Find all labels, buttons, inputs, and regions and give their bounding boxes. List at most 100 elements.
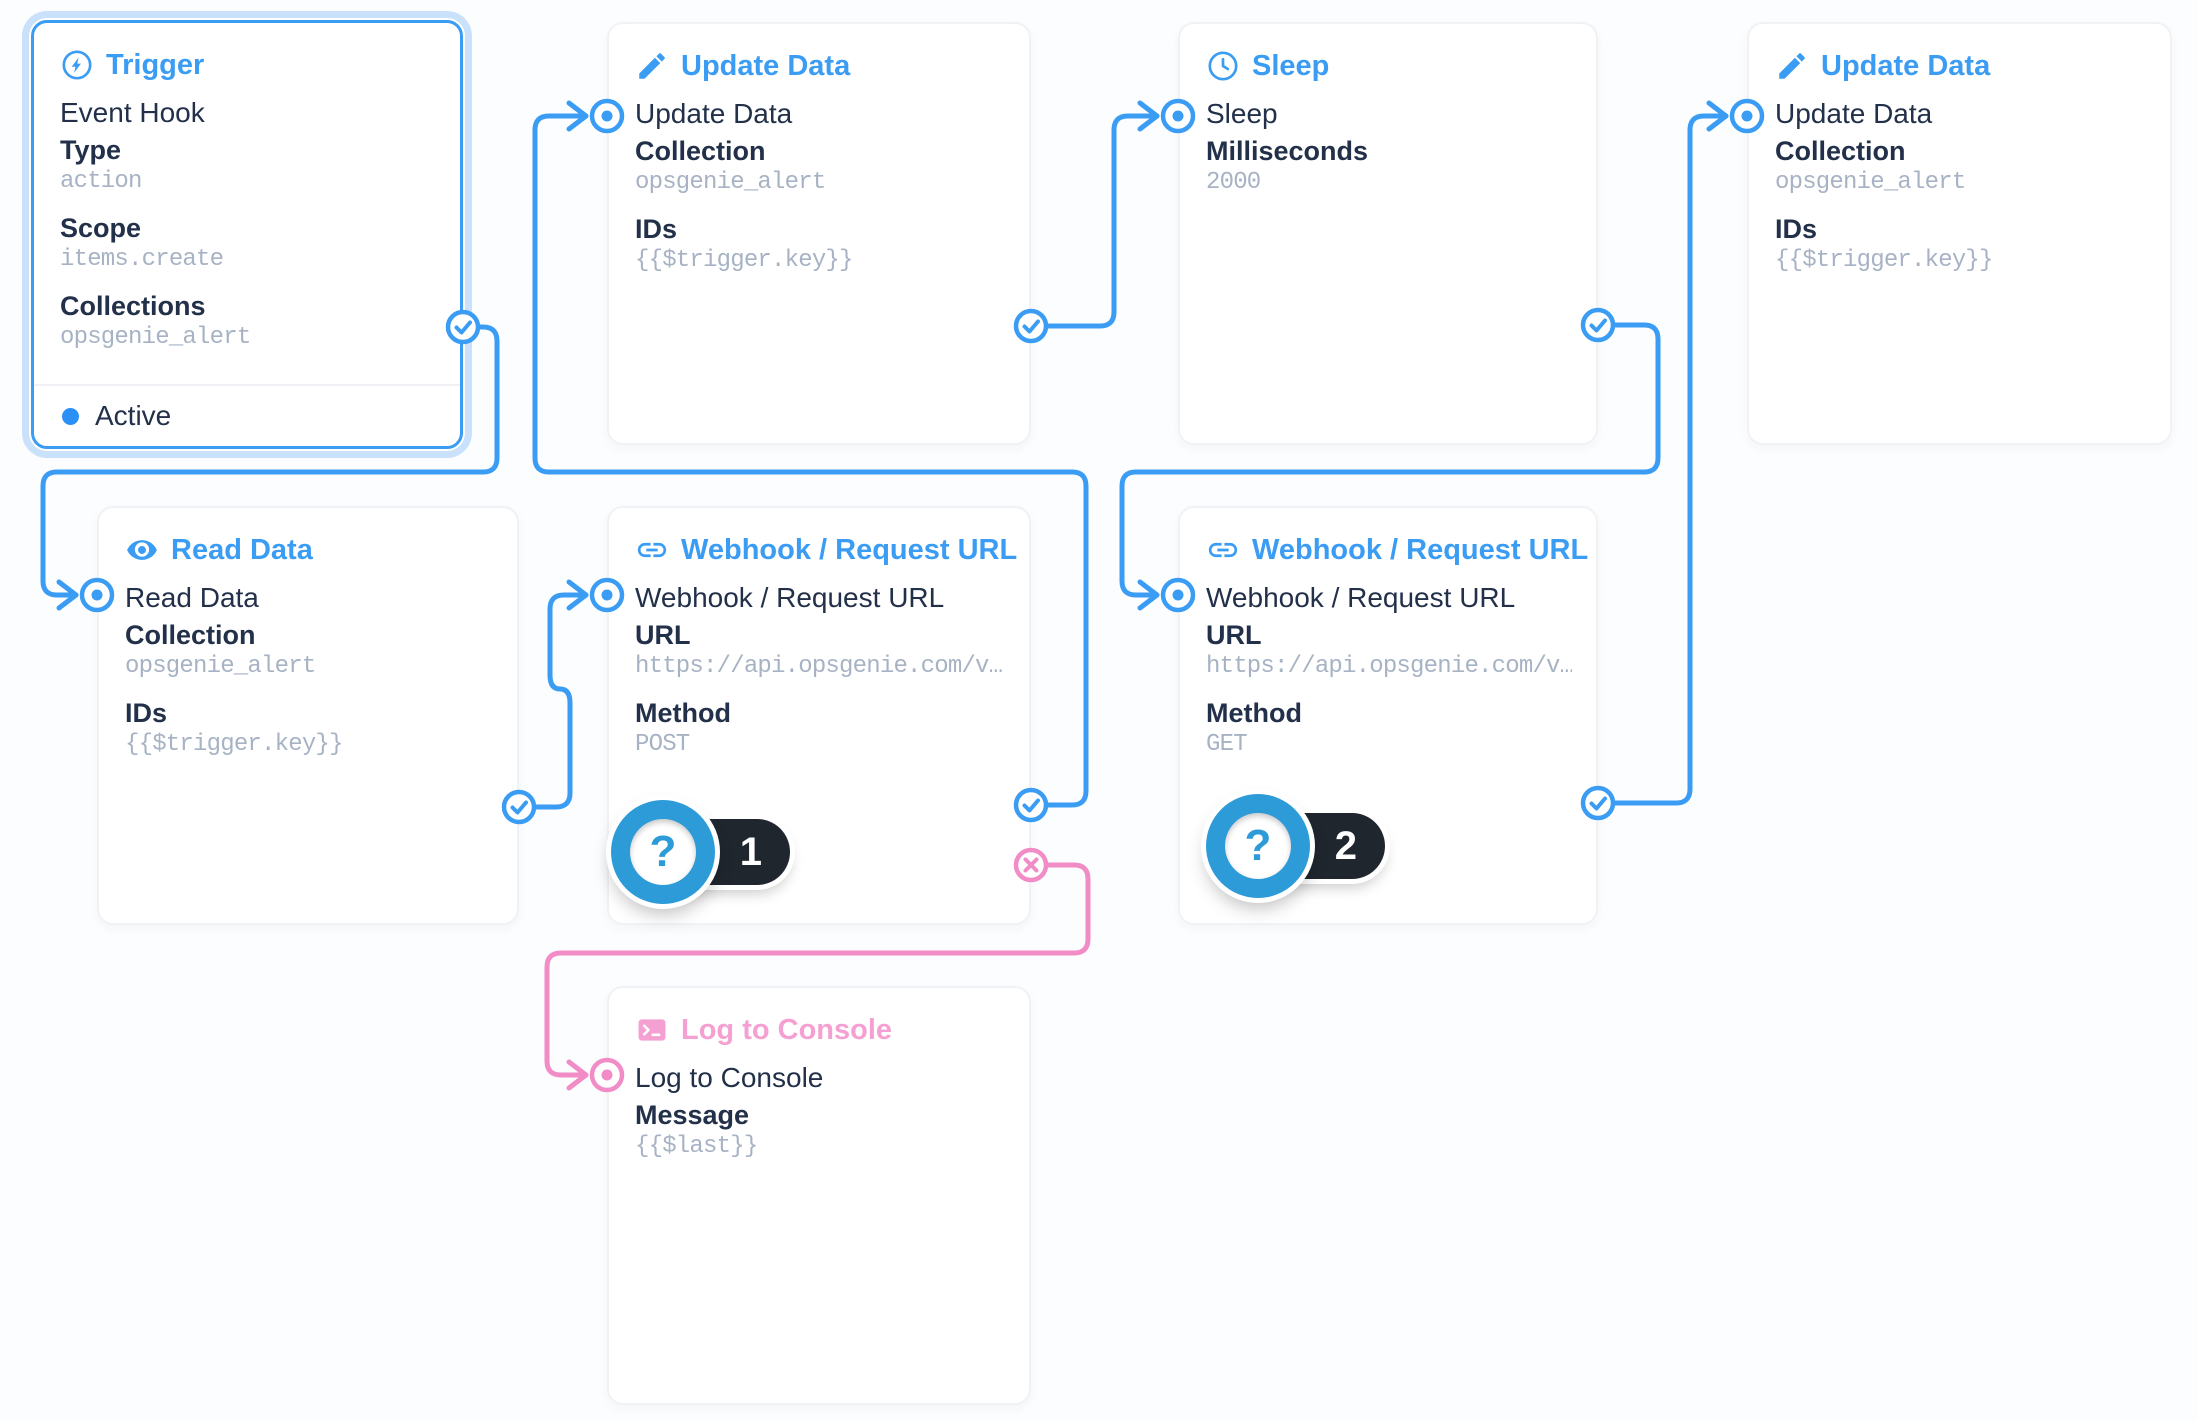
node-title: Trigger [106, 48, 205, 81]
unknown-status-icon: ? [611, 800, 715, 904]
operation-name: Webhook / Request URL [635, 582, 945, 613]
reject-port-webhook-1[interactable] [1013, 847, 1049, 883]
field-method: Method GET [1206, 696, 1572, 760]
bolt-circle-icon [60, 48, 94, 82]
field-message: Message {{$last}} [635, 1098, 1005, 1162]
field-label: IDs [635, 214, 678, 244]
eye-icon [125, 533, 159, 567]
edge-read-data-to-webhook-1 [516, 592, 589, 810]
link-icon [635, 533, 669, 567]
input-port-sleep[interactable] [1160, 98, 1196, 134]
node-title-row: Update Data [1775, 46, 2146, 86]
field-label: URL [635, 620, 691, 650]
field-value: opsgenie_alert [60, 324, 251, 351]
trigger-status: Active [34, 384, 460, 446]
field-value: {{$last}} [635, 1133, 758, 1160]
input-port-webhook-1[interactable] [589, 577, 625, 613]
arrowhead-icon [566, 579, 589, 611]
field-value: {{$trigger.key}} [1775, 247, 1993, 274]
field-scope: Scope items.create [60, 211, 436, 275]
node-title-row: Sleep [1206, 46, 1572, 86]
node-title-row: Log to Console [635, 1010, 1005, 1050]
field-label: Method [635, 698, 731, 728]
field-method: Method POST [635, 696, 1005, 760]
field-ids: IDs {{$trigger.key}} [125, 696, 493, 760]
terminal-icon [635, 1013, 669, 1047]
field-label: Scope [60, 213, 142, 243]
node-title-row: Webhook / Request URL [635, 530, 1017, 570]
field-value: POST [635, 731, 690, 758]
node-card-trigger[interactable]: Trigger Event Hook Type action Scope ite… [31, 20, 463, 449]
field-label: Collection [635, 136, 766, 166]
input-port-webhook-2[interactable] [1160, 577, 1196, 613]
link-icon [1206, 533, 1240, 567]
resolve-port-update-data-1[interactable] [1013, 308, 1049, 344]
input-port-update-data-1[interactable] [589, 98, 625, 134]
node-title: Webhook / Request URL [1252, 533, 1589, 566]
pencil-icon [1775, 49, 1809, 83]
node-title: Update Data [681, 49, 851, 82]
input-port-update-data-2[interactable] [1729, 98, 1765, 134]
field-value: opsgenie_alert [125, 653, 316, 680]
arrowhead-icon [56, 579, 79, 611]
field-ids: IDs {{$trigger.key}} [1775, 212, 2146, 276]
node-card-update-data-2[interactable]: Update Data Update Data Collection opsge… [1747, 22, 2172, 445]
edge-update-data-1-to-sleep [1028, 113, 1160, 329]
node-title: Sleep [1252, 49, 1330, 82]
active-dot-icon [62, 407, 79, 425]
resolve-port-trigger[interactable] [445, 309, 481, 345]
field-value: opsgenie_alert [1775, 169, 1966, 196]
operation-name: Sleep [1206, 98, 1278, 129]
arrowhead-icon [566, 100, 589, 132]
field-value: action [60, 168, 142, 195]
pencil-icon [635, 49, 669, 83]
arrowhead-icon [566, 1059, 589, 1091]
unknown-status-icon: ? [1206, 794, 1310, 898]
field-collection: Collection opsgenie_alert [635, 134, 1005, 198]
field-milliseconds: Milliseconds 2000 [1206, 134, 1572, 198]
status-label: Active [95, 400, 172, 431]
field-value: {{$trigger.key}} [125, 731, 343, 758]
field-label: Method [1206, 698, 1302, 728]
field-label: Type [60, 135, 122, 165]
resolve-port-sleep[interactable] [1580, 307, 1616, 343]
edge-webhook-2-to-update-data-2 [1595, 113, 1729, 806]
resolve-port-webhook-2[interactable] [1580, 785, 1616, 821]
field-value: GET [1206, 731, 1248, 758]
operation-name: Read Data [125, 582, 259, 613]
operation-name: Event Hook [60, 97, 205, 128]
field-value: {{$trigger.key}} [635, 247, 853, 274]
field-value: https://api.opsgenie.com/v… [1206, 653, 1572, 680]
field-collections: Collections opsgenie_alert [60, 289, 436, 353]
node-title: Webhook / Request URL [681, 533, 1018, 566]
arrowhead-icon [1137, 579, 1160, 611]
operation-name: Update Data [1775, 98, 1933, 129]
field-value: https://api.opsgenie.com/v… [635, 653, 1003, 680]
input-port-log-to-console[interactable] [589, 1057, 625, 1093]
field-label: Message [635, 1100, 750, 1130]
node-title: Update Data [1821, 49, 1991, 82]
field-type: Type action [60, 133, 436, 197]
node-card-read-data[interactable]: Read Data Read Data Collection opsgenie_… [97, 506, 519, 925]
node-title: Log to Console [681, 1013, 893, 1046]
field-label: Collection [1775, 136, 1906, 166]
resolve-port-webhook-1[interactable] [1013, 787, 1049, 823]
arrowhead-icon [1706, 100, 1729, 132]
field-label: IDs [125, 698, 168, 728]
field-value: opsgenie_alert [635, 169, 826, 196]
step-number: 2 [1334, 823, 1357, 868]
input-port-read-data[interactable] [79, 577, 115, 613]
field-label: URL [1206, 620, 1262, 650]
resolve-port-read-data[interactable] [501, 789, 537, 825]
arrowhead-icon [1137, 100, 1160, 132]
operation-name: Log to Console [635, 1062, 824, 1093]
node-card-update-data-1[interactable]: Update Data Update Data Collection opsge… [607, 22, 1031, 445]
field-label: Milliseconds [1206, 136, 1369, 166]
node-card-sleep[interactable]: Sleep Sleep Milliseconds 2000 [1178, 22, 1598, 445]
node-card-log-to-console[interactable]: Log to Console Log to Console Message {{… [607, 986, 1031, 1405]
node-title-row: Trigger [60, 45, 436, 85]
field-collection: Collection opsgenie_alert [1775, 134, 2146, 198]
field-value: 2000 [1206, 169, 1261, 196]
clock-icon [1206, 49, 1240, 83]
